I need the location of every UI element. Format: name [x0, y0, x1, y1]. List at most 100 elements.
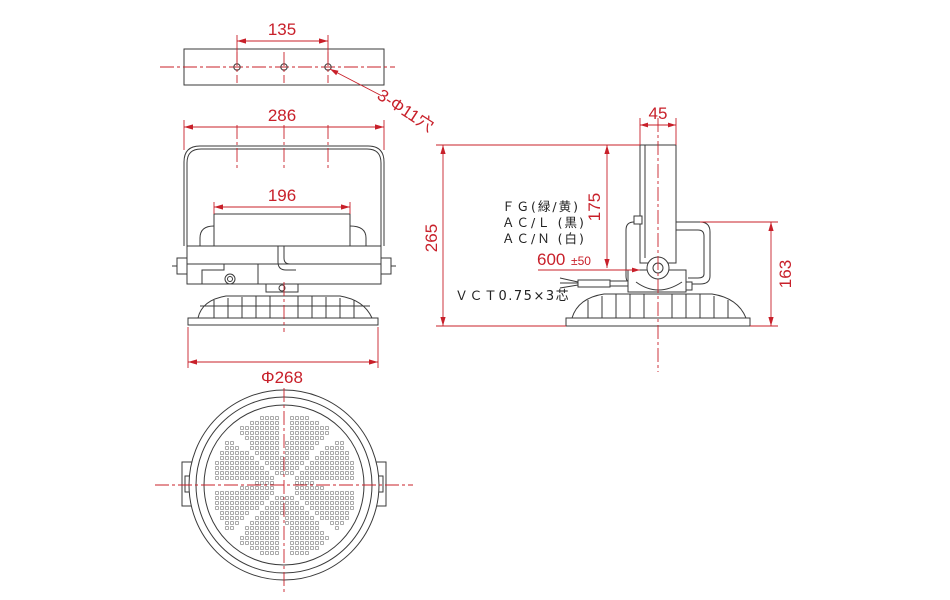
dim-286-label: 286 [268, 106, 296, 125]
led-cell [315, 436, 319, 440]
led-cell [225, 451, 229, 455]
led-cell [245, 526, 249, 530]
led-cell [275, 546, 279, 550]
led-cell [305, 426, 309, 430]
led-cell [350, 491, 354, 495]
led-cell [260, 531, 264, 535]
led-cell [240, 451, 244, 455]
led-cell [305, 481, 309, 485]
led-cell [325, 511, 329, 515]
led-cell [275, 436, 279, 440]
led-cell [305, 451, 309, 455]
dim-135-label: 135 [268, 20, 296, 39]
led-cell [295, 501, 299, 505]
led-cell [305, 456, 309, 460]
led-cell [260, 421, 264, 425]
led-cell [265, 426, 269, 430]
led-cell [315, 471, 319, 475]
led-cell [310, 476, 314, 480]
led-cell [225, 506, 229, 510]
led-cell [235, 456, 239, 460]
led-cell [290, 506, 294, 510]
led-cell [340, 491, 344, 495]
led-cell [255, 521, 259, 525]
led-cell [220, 496, 224, 500]
led-cell [335, 461, 339, 465]
led-cell [335, 506, 339, 510]
led-cell [300, 426, 304, 430]
led-cell [300, 551, 304, 555]
dim-pipe-length: 175 [585, 145, 610, 268]
led-cell [255, 531, 259, 535]
led-cell [330, 471, 334, 475]
led-cell [245, 451, 249, 455]
led-cell [265, 481, 269, 485]
led-cell [280, 506, 284, 510]
led-cell [315, 526, 319, 530]
led-cell [295, 416, 299, 420]
led-cell [265, 461, 269, 465]
led-cell [335, 516, 339, 520]
led-cell [340, 476, 344, 480]
led-cell [300, 431, 304, 435]
led-cell [220, 501, 224, 505]
led-cell [255, 471, 259, 475]
led-cell [305, 416, 309, 420]
led-cell [260, 481, 264, 485]
led-cell [340, 511, 344, 515]
led-cell [350, 501, 354, 505]
led-cell [285, 446, 289, 450]
led-cell [300, 511, 304, 515]
led-cell [260, 491, 264, 495]
hole-callout-label: 3-Φ11穴 [374, 85, 437, 135]
led-cell [295, 461, 299, 465]
led-cell [295, 546, 299, 550]
led-cell [310, 526, 314, 530]
led-cell [235, 491, 239, 495]
dim-total-height: 265 [422, 144, 640, 327]
led-cell [305, 511, 309, 515]
dim-pipe-width: 45 [639, 104, 677, 145]
led-cell [325, 446, 329, 450]
led-cell [345, 471, 349, 475]
led-cell [285, 521, 289, 525]
led-cell [345, 461, 349, 465]
dim-196-label: 196 [268, 186, 296, 205]
led-cell [310, 466, 314, 470]
led-cell [310, 426, 314, 430]
led-cell [320, 426, 324, 430]
led-cell [290, 551, 294, 555]
dim-driver-width: 196 [213, 186, 351, 214]
led-cell [300, 481, 304, 485]
led-cell [330, 466, 334, 470]
led-cell [275, 456, 279, 460]
led-cell [335, 471, 339, 475]
led-cell [260, 446, 264, 450]
led-cell [310, 521, 314, 525]
led-cell [340, 471, 344, 475]
led-cell [275, 536, 279, 540]
led-cell [305, 486, 309, 490]
led-cell [235, 521, 239, 525]
led-cell [240, 466, 244, 470]
led-cell [320, 471, 324, 475]
led-cell [275, 541, 279, 545]
led-cell [230, 501, 234, 505]
led-array [215, 416, 354, 555]
led-cell [315, 461, 319, 465]
led-cell [270, 461, 274, 465]
led-cell [225, 466, 229, 470]
led-cell [265, 541, 269, 545]
led-cell [255, 466, 259, 470]
led-cell [310, 481, 314, 485]
led-cell [250, 531, 254, 535]
led-cell [245, 506, 249, 510]
led-cell [215, 461, 219, 465]
led-cell [250, 436, 254, 440]
led-cell [225, 511, 229, 515]
led-cell [255, 481, 259, 485]
led-cell [315, 426, 319, 430]
led-cell [255, 446, 259, 450]
led-cell [255, 526, 259, 530]
led-cell [280, 456, 284, 460]
